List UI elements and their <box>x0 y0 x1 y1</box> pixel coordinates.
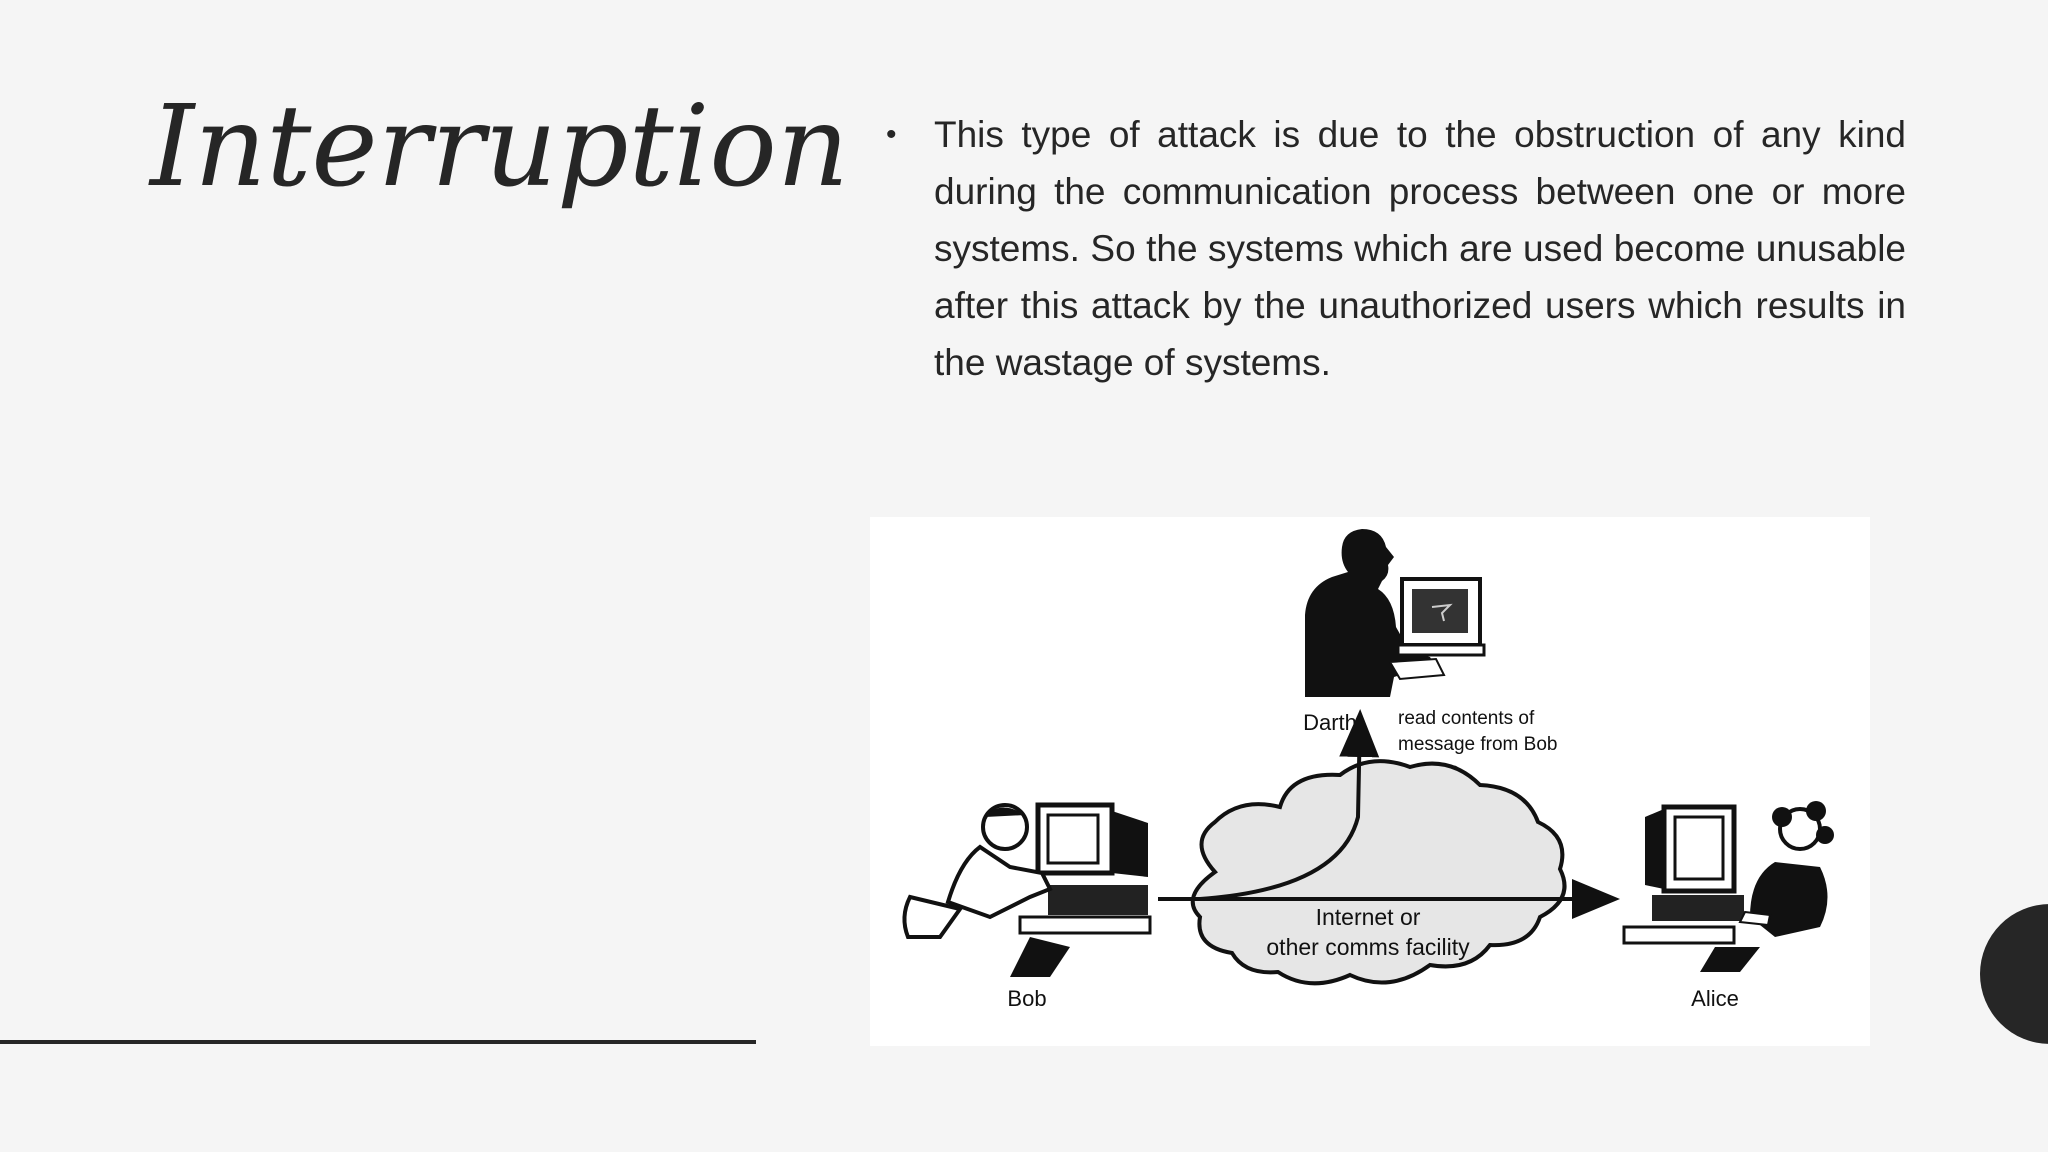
arrow-note-line-1: read contents of <box>1398 708 1535 729</box>
cloud-label-line-1: Internet or <box>1316 904 1421 930</box>
alice-figure-icon <box>1622 801 1834 972</box>
darth-label: Darth <box>1303 710 1357 735</box>
title-underline <box>0 1040 756 1044</box>
bullet-list: • This type of attack is due to the obst… <box>882 106 1906 391</box>
darth-figure-icon <box>1305 529 1486 697</box>
cloud-label-line-2: other comms facility <box>1266 934 1470 960</box>
bullet-item: • This type of attack is due to the obst… <box>882 106 1906 391</box>
bob-label: Bob <box>1007 986 1046 1011</box>
interception-arrow <box>1199 709 1380 901</box>
slide-title: Interruption <box>150 82 849 212</box>
bob-figure-icon <box>902 802 1152 977</box>
network-attack-diagram: Darth read contents of message from Bob … <box>870 517 1870 1046</box>
bullet-dot-icon: • <box>886 118 897 151</box>
decorative-circle <box>1980 904 2048 1044</box>
bullet-text: This type of attack is due to the obstru… <box>934 114 1906 383</box>
alice-label: Alice <box>1691 986 1739 1011</box>
internet-cloud-icon <box>1190 759 1567 986</box>
arrow-note-line-2: message from Bob <box>1398 734 1557 755</box>
